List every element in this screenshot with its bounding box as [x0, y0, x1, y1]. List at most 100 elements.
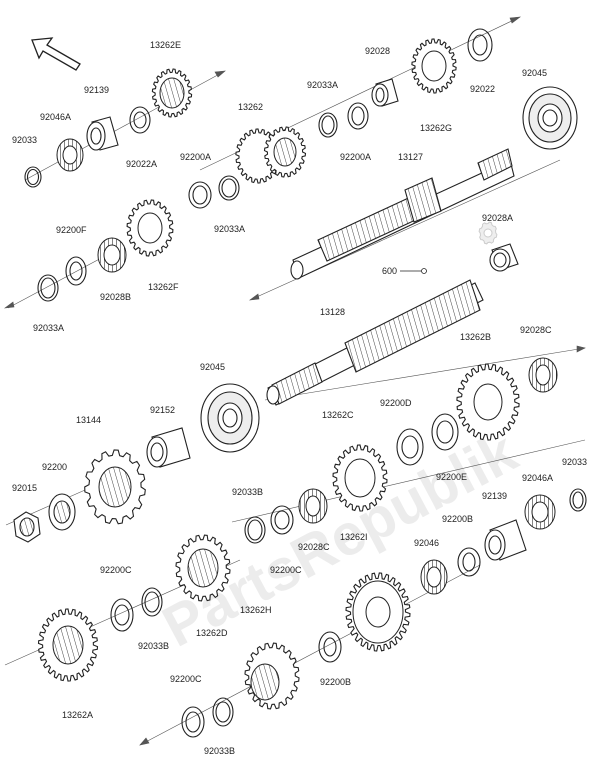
- label-92028: 92028: [365, 46, 390, 56]
- front-direction-arrow-icon: [31, 37, 81, 71]
- gear-13262C: [332, 444, 388, 512]
- label-92200F: 92200F: [56, 225, 87, 235]
- label-92015: 92015: [12, 483, 37, 493]
- gear-13262: [235, 126, 307, 184]
- label-13262G: 13262G: [420, 123, 452, 133]
- label-92033A-left: 92033A: [214, 224, 245, 234]
- washer-92200D: [396, 428, 424, 466]
- label-92139: 92139: [84, 85, 109, 95]
- label-92200C-middle: 92200C: [270, 565, 302, 575]
- label-92045-upper: 92045: [522, 68, 547, 78]
- label-13262H: 13262H: [240, 605, 272, 615]
- label-92139-lower: 92139: [482, 491, 507, 501]
- label-92046A: 92046A: [40, 112, 71, 122]
- shaft-13128: [266, 279, 484, 406]
- part-number-labels: 13262E 92139 92046A 92033 92022A 92200A …: [12, 40, 587, 756]
- circlip-92033-lower: [569, 488, 587, 512]
- ball-bearing-92045-lower: [200, 383, 260, 453]
- circlip-92033B-bottom: [212, 697, 234, 727]
- label-600: 600: [382, 266, 397, 276]
- label-92045-lower: 92045: [200, 362, 225, 372]
- collar-92139-lower: [484, 519, 527, 561]
- shaft-13127: [290, 148, 515, 280]
- washer-92200A-upper: [347, 102, 369, 130]
- leader-600: [400, 268, 427, 274]
- nut-92015: [13, 511, 41, 543]
- needle-bearing-92028B: [97, 237, 127, 273]
- label-92033A-lower: 92033A: [33, 323, 64, 333]
- gear-13262G: [411, 38, 457, 94]
- label-92033: 92033: [12, 135, 37, 145]
- washer-92200: [48, 493, 76, 531]
- label-92033-lower: 92033: [562, 457, 587, 467]
- gear-13262A: [37, 608, 99, 682]
- collar-92139: [86, 116, 119, 151]
- label-92033B-middle: 92033B: [232, 487, 263, 497]
- label-92033A-upper: 92033A: [307, 80, 338, 90]
- sprocket-13144: [84, 449, 146, 525]
- label-92200B-lower: 92200B: [320, 677, 351, 687]
- needle-bearing-92046: [420, 559, 448, 595]
- label-92200E: 92200E: [436, 472, 467, 482]
- circlip-92033A-upper: [318, 112, 338, 138]
- label-92152: 92152: [150, 405, 175, 415]
- circlip-92033A-left: [218, 175, 240, 201]
- label-92028C-middle: 92028C: [298, 542, 330, 552]
- label-92200D: 92200D: [380, 398, 412, 408]
- label-13144: 13144: [76, 415, 101, 425]
- label-13262: 13262: [238, 102, 263, 112]
- label-92033B-bottom: 92033B: [204, 746, 235, 756]
- label-92200A-left: 92200A: [180, 152, 211, 162]
- washer-92022: [467, 28, 493, 62]
- circlip-92033: [24, 166, 42, 188]
- circlip-92033A-lower: [37, 274, 59, 302]
- needle-bearing-92046A: [56, 138, 84, 172]
- label-92028C-right: 92028C: [520, 325, 552, 335]
- needle-bearing-92046A-lower: [524, 494, 556, 530]
- bushing-92028: [371, 78, 399, 107]
- label-13262F: 13262F: [148, 282, 179, 292]
- label-92033B-left: 92033B: [138, 641, 169, 651]
- collar-92152: [146, 427, 191, 468]
- label-92028A: 92028A: [482, 213, 513, 223]
- circlip-92033B-middle: [244, 516, 266, 544]
- gear-13262B: [456, 363, 520, 441]
- label-92200C-left: 92200C: [100, 565, 132, 575]
- washer-92200C-bottom: [181, 706, 205, 738]
- needle-bearing-92028C-right: [528, 357, 558, 393]
- ball-bearing-92045-upper: [522, 86, 578, 150]
- label-92200A-upper: 92200A: [340, 152, 371, 162]
- gear-13262H: [244, 642, 300, 710]
- label-13128: 13128: [320, 307, 345, 317]
- label-13262D: 13262D: [196, 628, 228, 638]
- circlip-92033B-left: [141, 587, 163, 617]
- label-92028B: 92028B: [100, 292, 131, 302]
- washer-92200A-left: [188, 181, 212, 209]
- washer-92200B-lower: [318, 631, 342, 663]
- gear-13262E: [151, 68, 193, 118]
- gear-13262D: [175, 534, 231, 602]
- washer-92200C-middle: [270, 505, 294, 535]
- washer-92200C-left: [110, 598, 134, 632]
- label-92200: 92200: [42, 462, 67, 472]
- label-13262C: 13262C: [322, 410, 354, 420]
- label-92046A-lower: 92046A: [522, 473, 553, 483]
- gear-13262F: [126, 199, 174, 257]
- bushing-92028A: [489, 243, 519, 272]
- washer-92200F: [65, 256, 87, 286]
- washer-92200E: [431, 413, 459, 451]
- label-92200B-right: 92200B: [442, 514, 473, 524]
- gear-13262I: [345, 572, 411, 652]
- label-13127: 13127: [398, 152, 423, 162]
- label-92022: 92022: [470, 84, 495, 94]
- label-13262B: 13262B: [460, 332, 491, 342]
- label-92022A: 92022A: [126, 159, 157, 169]
- label-13262A: 13262A: [62, 710, 93, 720]
- label-92046: 92046: [414, 538, 439, 548]
- label-13262E: 13262E: [150, 40, 181, 50]
- label-13262I: 13262I: [340, 532, 368, 542]
- washer-92022A: [129, 106, 151, 134]
- needle-bearing-92028C-middle: [298, 488, 328, 524]
- washer-92200B-right: [457, 547, 481, 577]
